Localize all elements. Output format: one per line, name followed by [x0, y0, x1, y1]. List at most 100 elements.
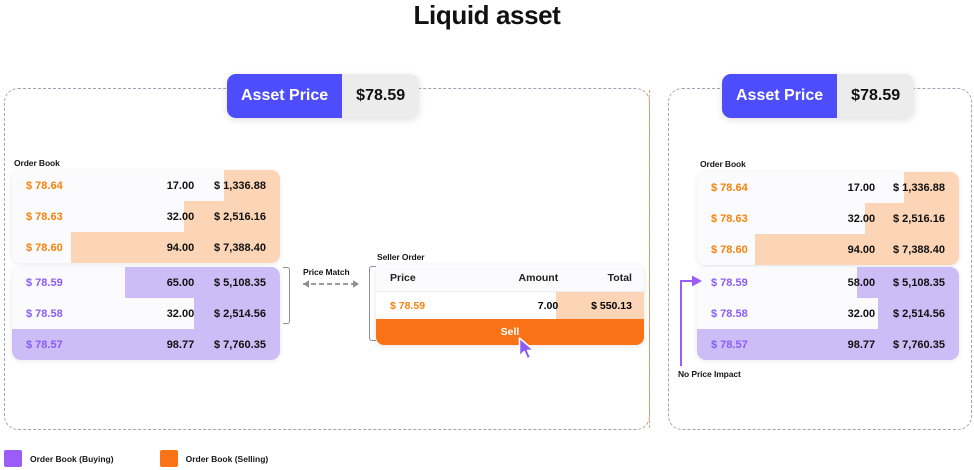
legend-item-buying: Order Book (Buying): [4, 450, 114, 467]
order-book-price: $ 78.63: [711, 212, 748, 225]
depth-bar: [754, 234, 959, 265]
order-book-row[interactable]: $ 78.58 32.00 $ 2,514.56: [12, 298, 280, 329]
order-book-total: $ 5,108.35: [213, 276, 266, 289]
order-book-row[interactable]: $ 78.57 98.77 $ 7,760.35: [697, 329, 959, 360]
column-header-price: Price: [390, 272, 416, 284]
depth-bar: [124, 267, 280, 298]
seller-order-bracket: [369, 266, 376, 341]
depth-bar: [864, 203, 959, 234]
legend-item-selling: Order Book (Selling): [159, 450, 269, 467]
depth-bar: [194, 298, 280, 329]
order-book-row[interactable]: $ 78.64 17.00 $ 1,336.88: [697, 172, 959, 203]
order-book-price: $ 78.59: [26, 276, 63, 289]
asset-price-label-left: Asset Price: [227, 74, 343, 118]
mouse-cursor-icon: [518, 337, 535, 360]
order-book-total: $ 7,760.35: [892, 338, 945, 351]
order-book-price: $ 78.63: [26, 210, 63, 223]
order-book-row[interactable]: $ 78.64 17.00 $ 1,336.88: [12, 170, 280, 201]
order-book-selling-left: $ 78.64 17.00 $ 1,336.88 $ 78.63 32.00 $ 2,51…: [12, 170, 280, 263]
left-panel-orange-edge: [649, 90, 650, 428]
order-book-row[interactable]: $ 78.63 32.00 $ 2,516.16: [12, 201, 280, 232]
order-book-total: $ 2,514.56: [892, 307, 945, 320]
column-header-total: Total: [607, 272, 632, 284]
order-book-amount: 32.00: [166, 307, 195, 320]
page-title: Liquid asset: [413, 0, 561, 30]
depth-bar: [223, 170, 280, 201]
depth-bar: [697, 329, 959, 360]
legend-swatch-selling: [159, 450, 178, 467]
seller-order-row: $ 78.59 7.00 $ 550.13: [376, 292, 644, 319]
seller-order-total-highlight: [555, 292, 644, 319]
order-book-buying-left: $ 78.59 65.00 $ 5,108.35 $ 78.58 32.00 $ 2,51…: [12, 267, 280, 360]
seller-order-amount: 7.00: [537, 299, 559, 312]
order-book-amount: 17.00: [166, 179, 195, 192]
order-book-row[interactable]: $ 78.59 65.00 $ 5,108.35: [12, 267, 280, 298]
order-book-price: $ 78.64: [711, 181, 748, 194]
order-book-total: $ 1,336.88: [213, 179, 266, 192]
order-book-total: $ 7,388.40: [892, 243, 945, 256]
order-book-amount: 98.77: [847, 338, 876, 351]
legend-label-selling: Order Book (Selling): [185, 453, 269, 464]
order-book-row[interactable]: $ 78.58 32.00 $ 2,514.56: [697, 298, 959, 329]
seller-order-header-row: Price Amount Total: [376, 265, 644, 292]
depth-bar: [183, 201, 280, 232]
depth-bar: [12, 329, 280, 360]
order-book-price: $ 78.64: [26, 179, 63, 192]
order-book-price: $ 78.58: [711, 307, 748, 320]
order-book-amount: 65.00: [166, 276, 195, 289]
seller-order-caption: Seller Order: [377, 252, 425, 262]
order-book-amount: 32.00: [166, 210, 195, 223]
no-price-impact-arrow-icon: [680, 275, 702, 366]
seller-order-card: Price Amount Total $ 78.59 7.00 $ 550.13…: [376, 265, 644, 345]
order-book-total: $ 5,108.35: [892, 276, 945, 289]
order-book-total: $ 2,514.56: [213, 307, 266, 320]
asset-price-value-right: $78.59: [837, 74, 915, 118]
order-book-amount: 32.00: [847, 307, 876, 320]
order-book-row[interactable]: $ 78.60 94.00 $ 7,388.40: [12, 232, 280, 263]
order-book-amount: 58.00: [847, 276, 876, 289]
depth-bar: [903, 172, 959, 203]
depth-bar: [856, 267, 959, 298]
legend-swatch-buying: [4, 450, 22, 467]
order-book-price: $ 78.60: [26, 241, 63, 254]
order-book-total: $ 1,336.88: [892, 181, 945, 194]
order-book-price: $ 78.59: [711, 276, 748, 289]
order-book-total: $ 2,516.16: [213, 210, 266, 223]
seller-order-total: $ 550.13: [591, 299, 632, 312]
order-book-caption-left: Order Book: [14, 158, 60, 168]
order-book-row[interactable]: $ 78.60 94.00 $ 7,388.40: [697, 234, 959, 265]
order-book-selling-right: $ 78.64 17.00 $ 1,336.88 $ 78.63 32.00 $ 2,51…: [697, 172, 959, 265]
order-book-total: $ 2,516.16: [892, 212, 945, 225]
order-book-amount: 94.00: [166, 241, 195, 254]
price-match-caption: Price Match: [303, 267, 350, 277]
order-book-buying-right: $ 78.59 58.00 $ 5,108.35 $ 78.58 32.00 $ 2,51…: [697, 267, 959, 360]
legend: Order Book (Buying) Order Book (Selling): [4, 450, 268, 467]
asset-price-chip-right[interactable]: Asset Price $78.59: [722, 74, 915, 118]
asset-price-chip-left[interactable]: Asset Price $78.59: [227, 74, 420, 118]
order-book-total: $ 7,760.35: [213, 338, 266, 351]
price-match-arrow-icon: [303, 280, 359, 288]
asset-price-value-left: $78.59: [342, 74, 420, 118]
order-book-price: $ 78.57: [26, 338, 63, 351]
order-book-amount: 94.00: [847, 243, 876, 256]
legend-label-buying: Order Book (Buying): [30, 453, 114, 464]
order-book-bracket: [283, 267, 290, 324]
sell-button[interactable]: Sell: [376, 319, 644, 345]
order-book-amount: 17.00: [847, 181, 876, 194]
order-book-price: $ 78.57: [711, 338, 748, 351]
depth-bar: [877, 298, 959, 329]
order-book-amount: 98.77: [166, 338, 195, 351]
order-book-price: $ 78.60: [711, 243, 748, 256]
order-book-total: $ 7,388.40: [213, 241, 266, 254]
no-price-impact-caption: No Price Impact: [678, 369, 741, 379]
order-book-row[interactable]: $ 78.57 98.77 $ 7,760.35: [12, 329, 280, 360]
order-book-row[interactable]: $ 78.59 58.00 $ 5,108.35: [697, 267, 959, 298]
asset-price-label-right: Asset Price: [722, 74, 838, 118]
order-book-price: $ 78.58: [26, 307, 63, 320]
order-book-caption-right: Order Book: [700, 159, 746, 169]
depth-bar: [70, 232, 280, 263]
order-book-row[interactable]: $ 78.63 32.00 $ 2,516.16: [697, 203, 959, 234]
column-header-amount: Amount: [518, 272, 559, 284]
order-book-amount: 32.00: [847, 212, 876, 225]
